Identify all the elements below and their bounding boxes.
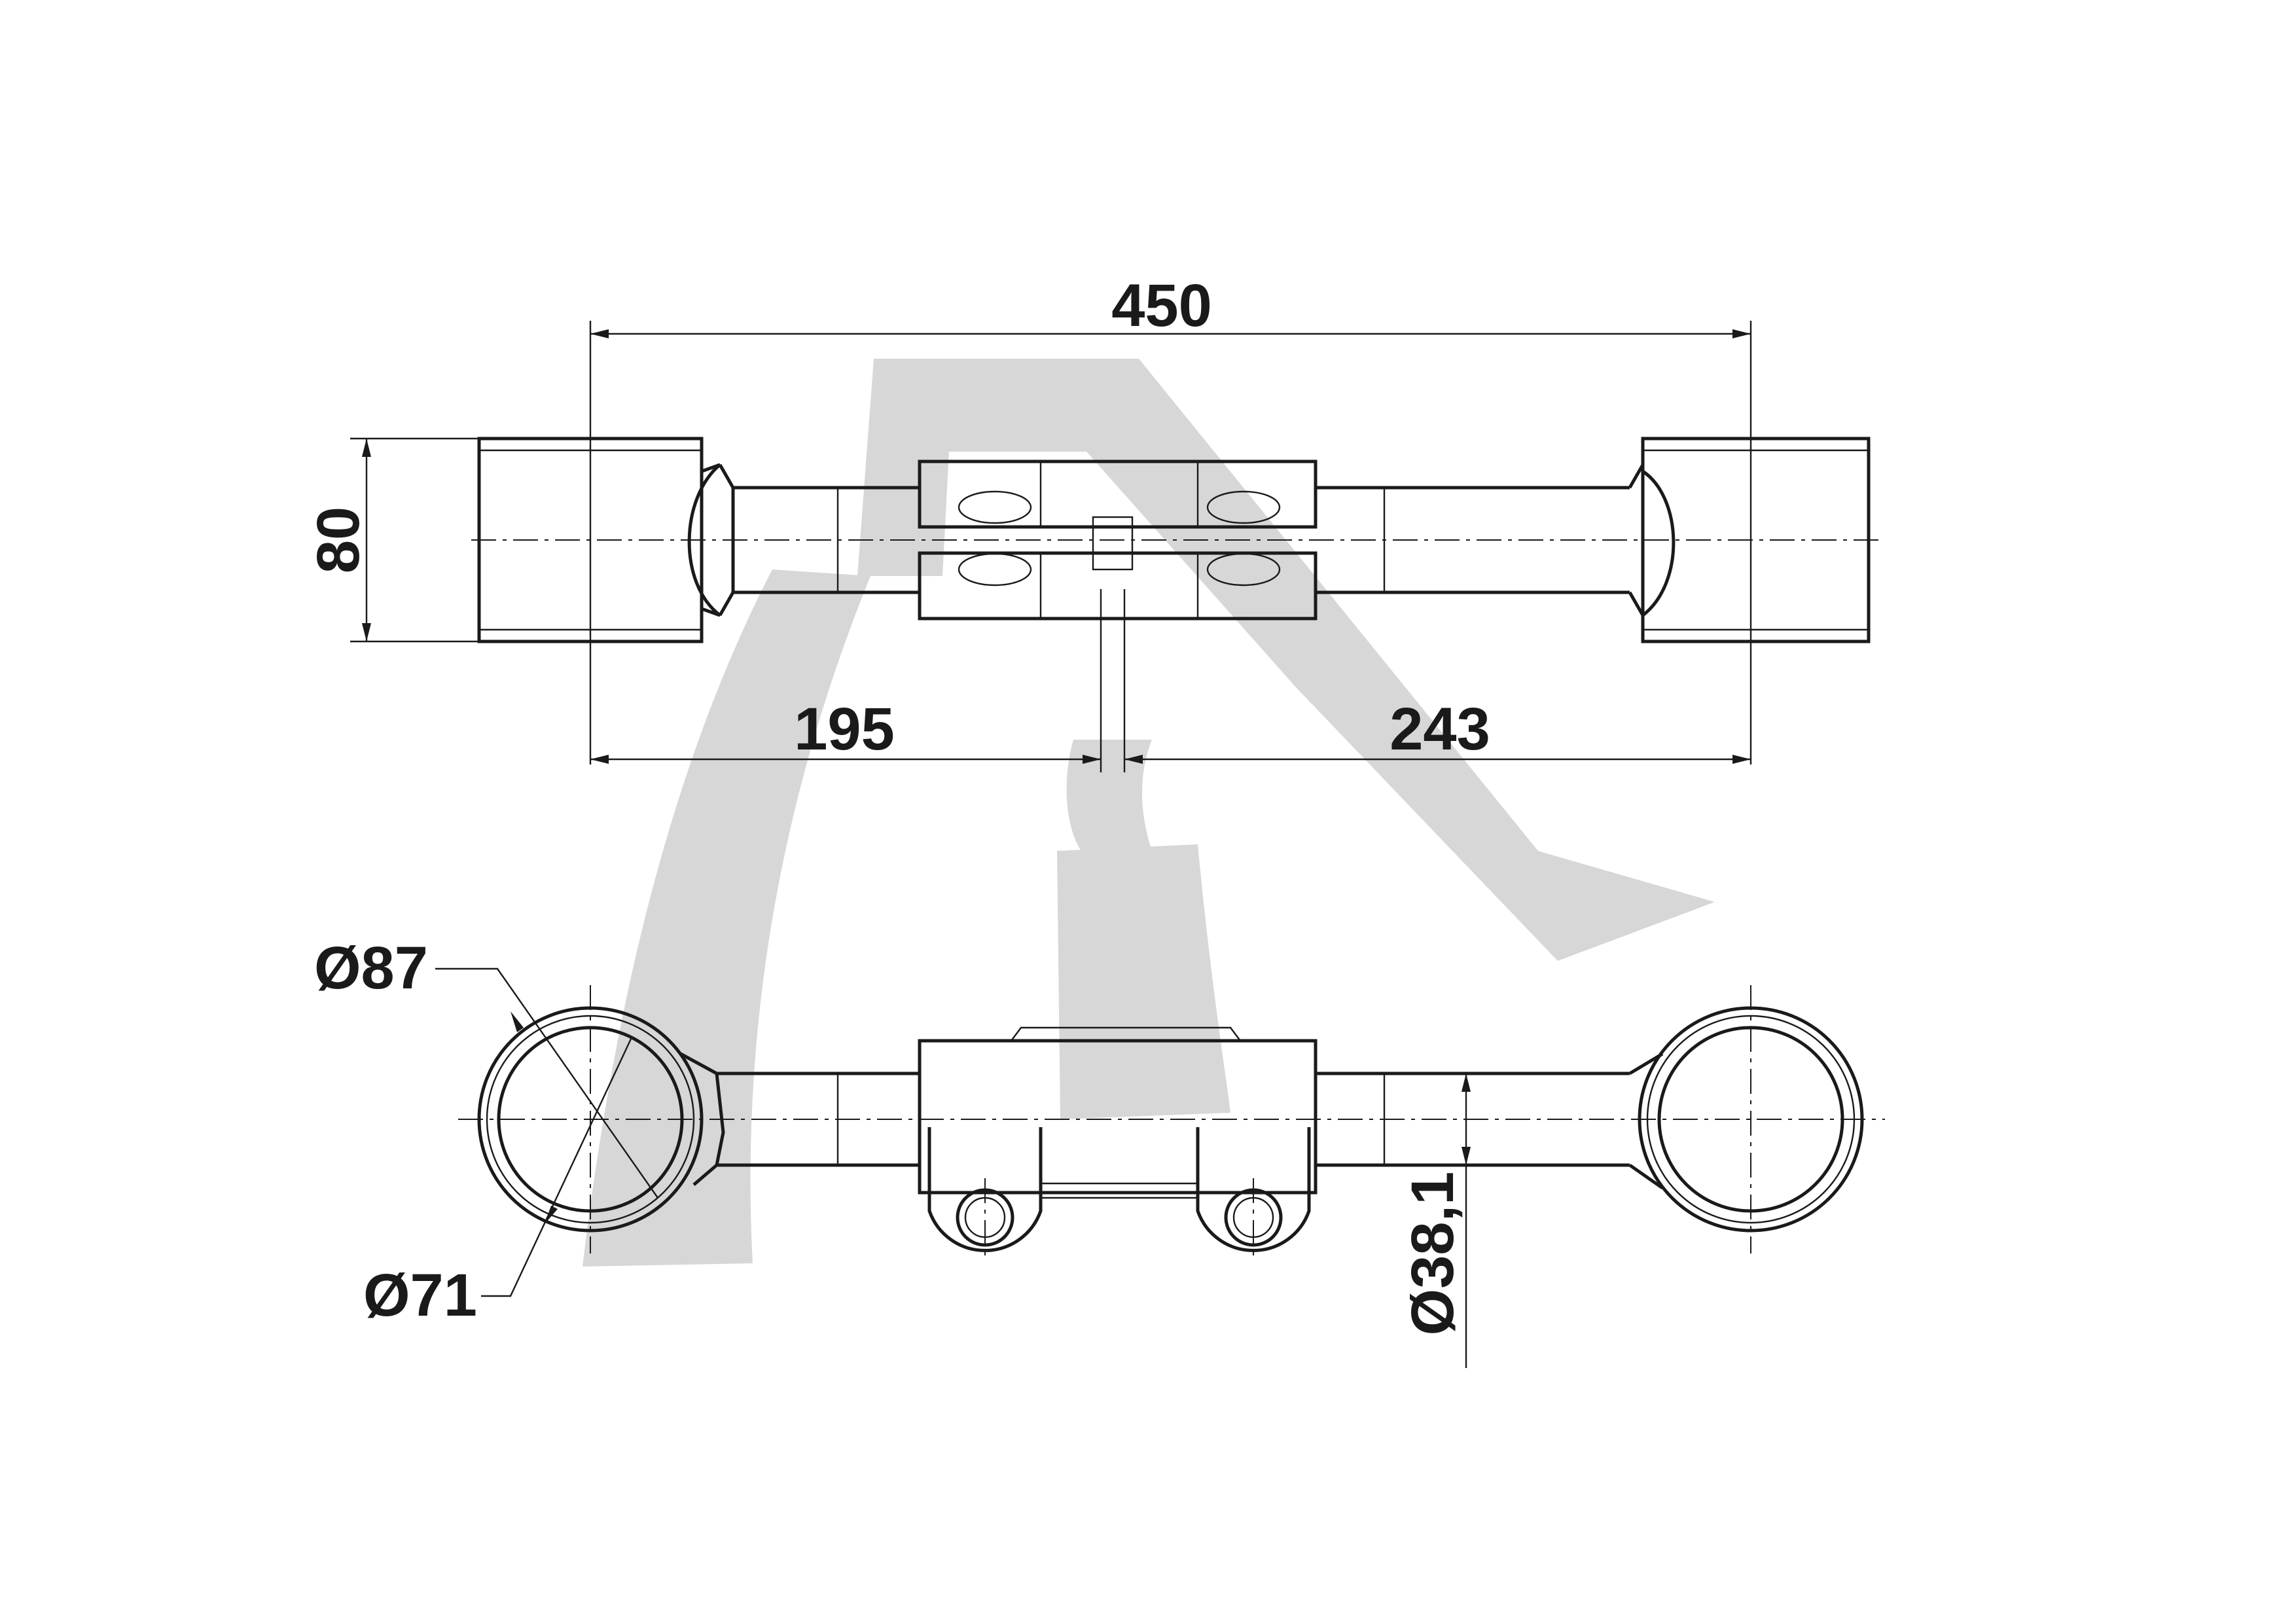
tube-diameter-label: Ø38,1 <box>1399 1172 1466 1336</box>
bottom-view: Ø87 Ø71 Ø38,1 <box>314 935 1885 1368</box>
watermark-logo <box>583 359 1715 1267</box>
dimension-outer-diameter: Ø87 <box>314 935 658 1198</box>
dimension-inner-diameter: Ø71 <box>363 1037 633 1329</box>
top-center-clamp <box>918 460 1318 621</box>
inner-diameter-label: Ø71 <box>363 1262 477 1329</box>
top-view: 450 80 195 243 <box>305 272 1878 772</box>
height-label: 80 <box>305 507 372 573</box>
dimension-height: 80 <box>305 439 372 641</box>
dimension-offsets: 195 243 <box>590 696 1751 764</box>
bottom-center-clamp <box>918 1026 1318 1252</box>
left-offset-label: 195 <box>794 696 895 763</box>
right-offset-label: 243 <box>1390 696 1490 763</box>
overall-length-label: 450 <box>1111 272 1212 339</box>
outer-diameter-label: Ø87 <box>314 935 428 1001</box>
dimension-overall-length: 450 <box>590 272 1751 339</box>
dimension-tube-diameter: Ø38,1 <box>1399 1073 1471 1368</box>
